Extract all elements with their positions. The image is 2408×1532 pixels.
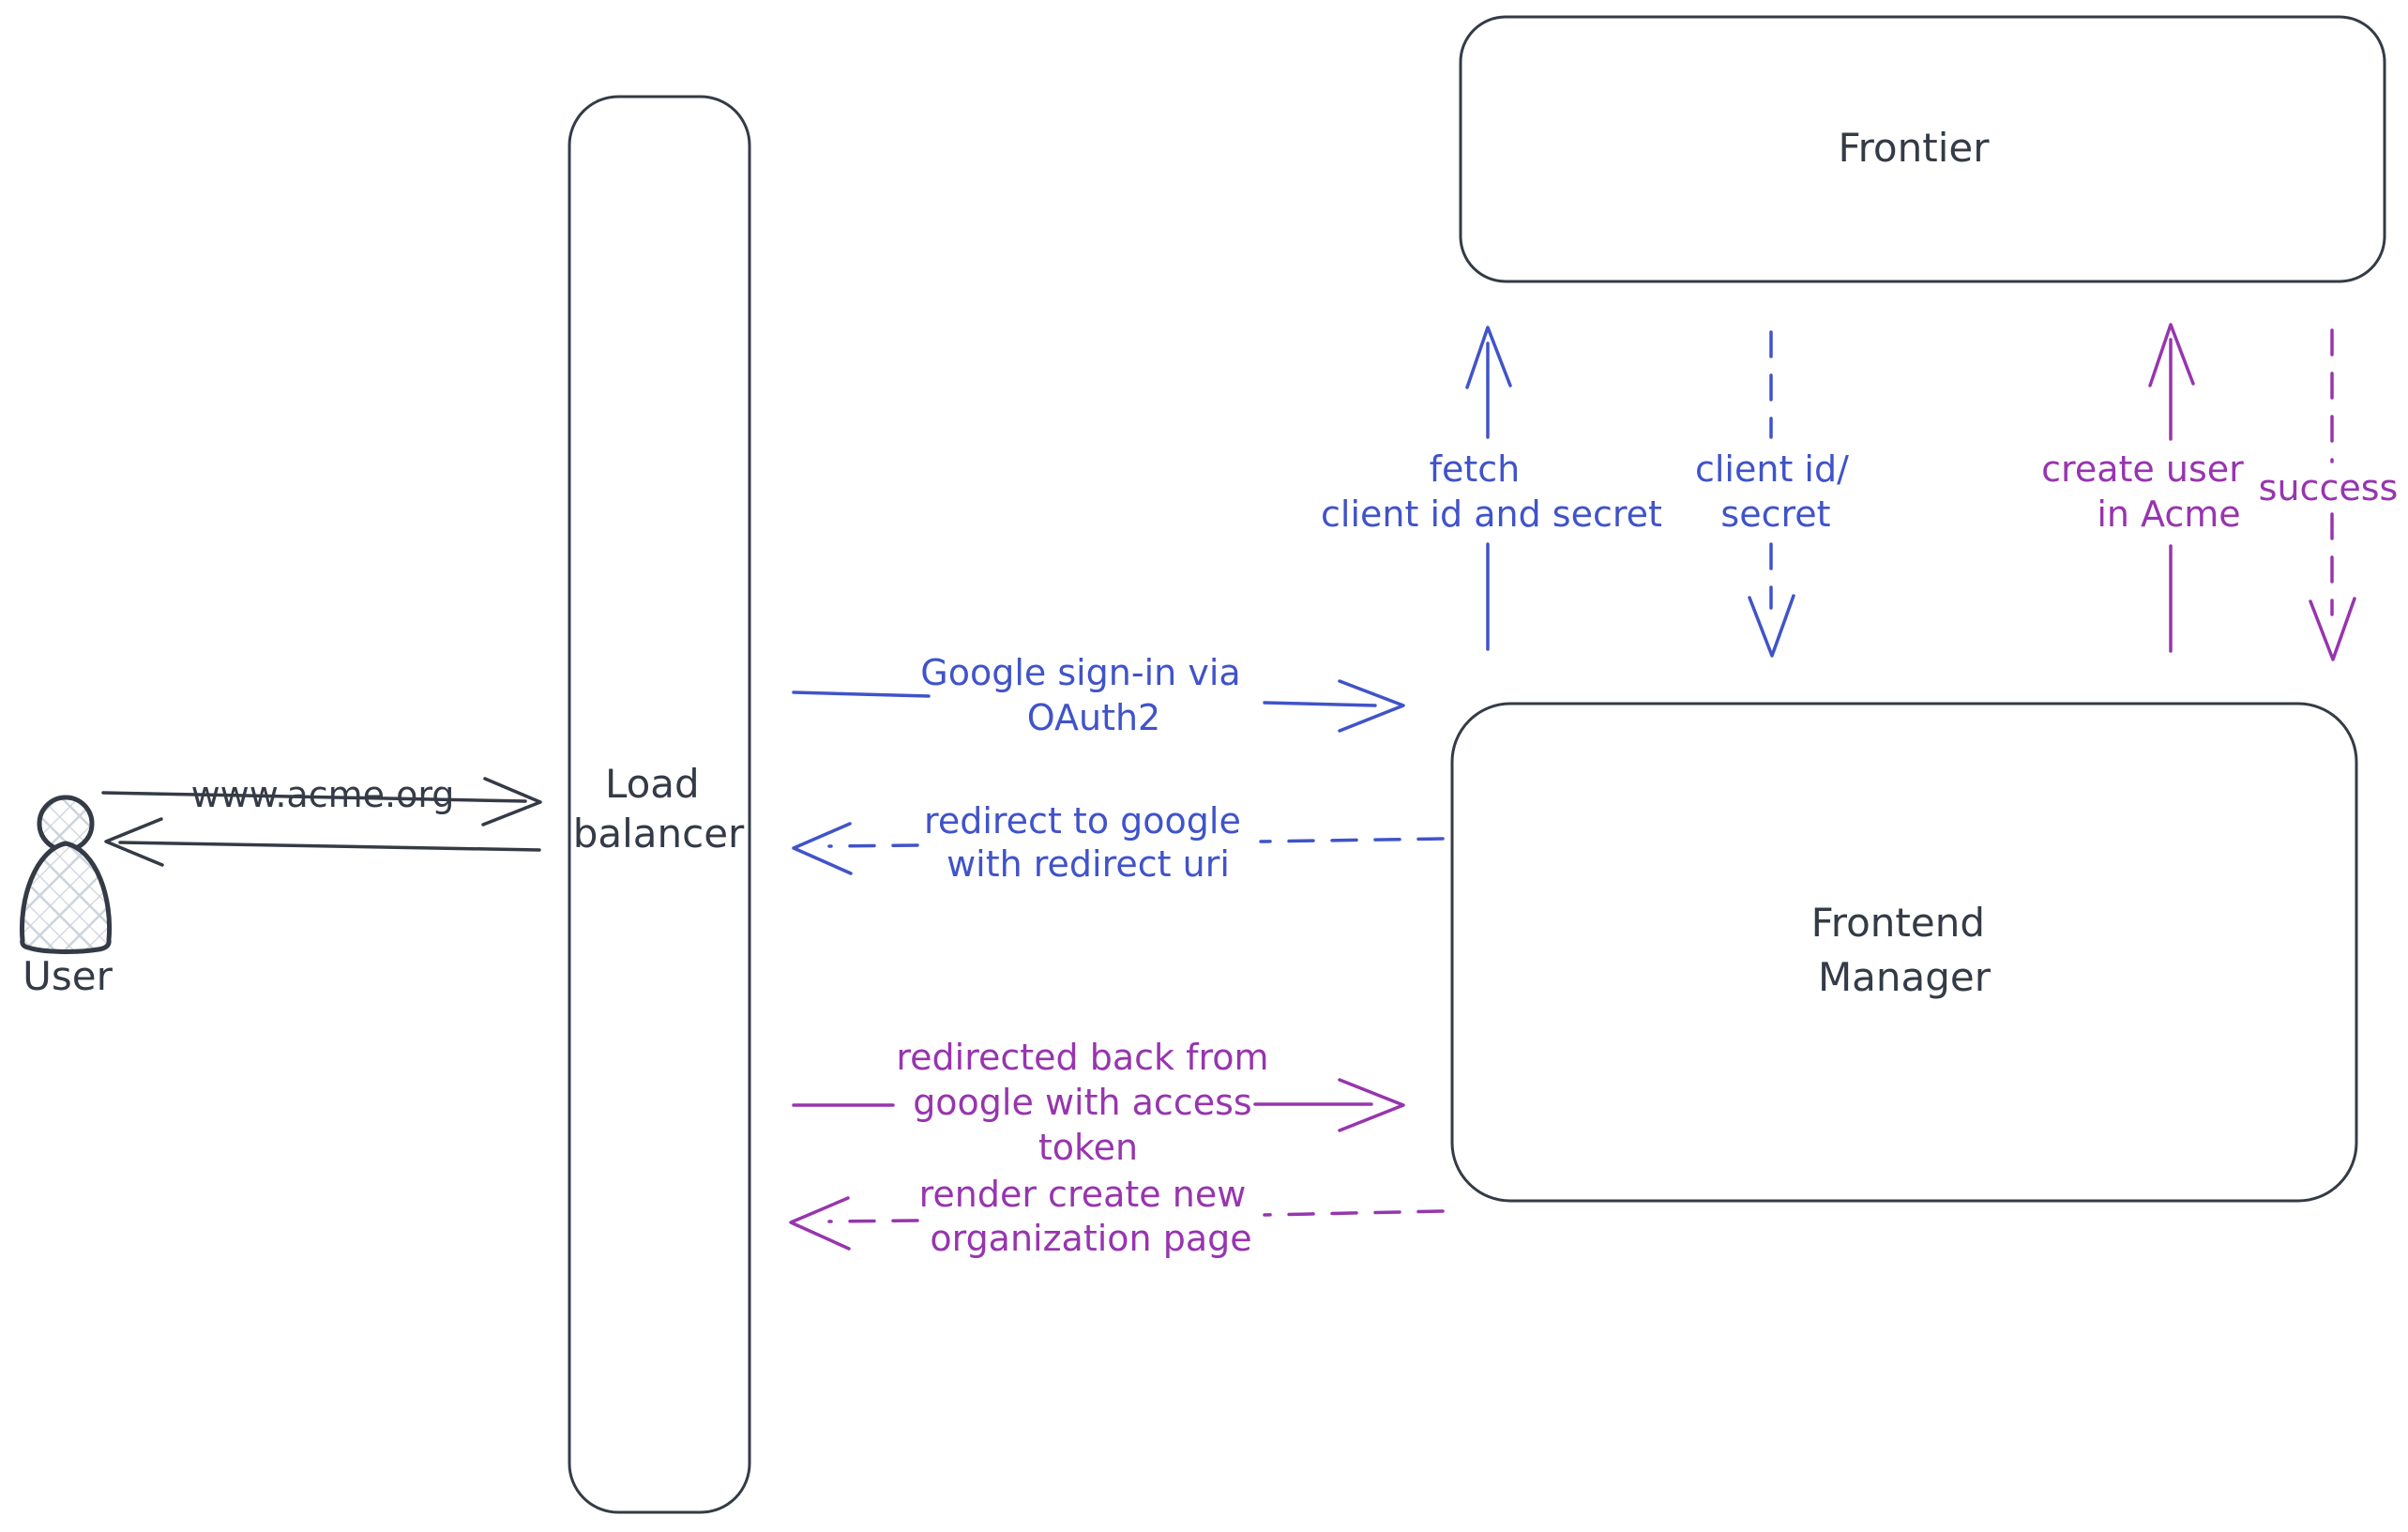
arrow-www-request: www.acme.org bbox=[101, 774, 542, 827]
www-request-label: www.acme.org bbox=[191, 774, 455, 815]
arrow-create-user: create user in Acme bbox=[2041, 323, 2255, 653]
frontend-manager-label: Frontend Manager bbox=[1811, 900, 1998, 1000]
arrow-redirected-back: redirected back from google with access … bbox=[792, 1037, 1405, 1168]
arrow-redirect-google: redirect to google with redirect uri bbox=[792, 800, 1445, 885]
node-frontier: Frontier bbox=[1459, 15, 2386, 283]
node-load-balancer: Load balancer bbox=[568, 95, 751, 1514]
arrow-shaft bbox=[792, 690, 1377, 707]
arrow-fetch-secret: fetch client id and secret bbox=[1321, 326, 1662, 651]
arrow-shaft bbox=[827, 837, 1445, 848]
success-label: success bbox=[2259, 467, 2399, 508]
arrow-shaft bbox=[792, 1102, 1373, 1107]
arrow-www-response bbox=[104, 817, 541, 867]
arrow-head-down-icon bbox=[1748, 594, 1795, 658]
fetch-secret-label: fetch client id and secret bbox=[1321, 448, 1662, 535]
arrow-head-up-icon bbox=[2148, 323, 2195, 387]
frontier-label: Frontier bbox=[1838, 125, 1990, 171]
arrow-success: success bbox=[2259, 328, 2399, 661]
create-user-label: create user in Acme bbox=[2041, 448, 2255, 535]
render-org-page-label: render create new organization page bbox=[919, 1174, 1258, 1259]
load-balancer-box bbox=[568, 95, 751, 1514]
arrow-render-org-page: render create new organization page bbox=[789, 1174, 1445, 1259]
arrow-shaft bbox=[101, 791, 527, 803]
google-signin-label: Google sign-in via OAuth2 bbox=[920, 652, 1252, 738]
arrow-head-down-icon bbox=[2309, 597, 2356, 661]
user-body-icon bbox=[19, 841, 113, 954]
arrow-head-left-icon bbox=[104, 817, 164, 867]
arrow-head-up-icon bbox=[1465, 326, 1512, 389]
redirected-back-label: redirected back from google with access … bbox=[896, 1037, 1280, 1168]
arrow-head-right-icon bbox=[1338, 1078, 1405, 1132]
arrow-shaft bbox=[827, 1209, 1445, 1223]
arrow-client-id-secret: client id/ secret bbox=[1695, 330, 1860, 658]
node-frontend-manager: Frontend Manager bbox=[1450, 702, 2358, 1203]
frontier-box bbox=[1459, 15, 2386, 283]
client-id-secret-label: client id/ secret bbox=[1695, 448, 1860, 535]
arrow-head-right-icon bbox=[1338, 679, 1405, 733]
arrow-head-right-icon bbox=[481, 777, 542, 827]
arrow-google-signin: Google sign-in via OAuth2 bbox=[792, 652, 1405, 738]
arrow-shaft bbox=[118, 841, 541, 852]
load-balancer-label: Load balancer bbox=[573, 761, 745, 857]
redirect-google-label: redirect to google with redirect uri bbox=[924, 800, 1252, 885]
frontend-manager-box bbox=[1450, 702, 2358, 1203]
arrow-head-left-icon bbox=[792, 822, 853, 875]
user-label: User bbox=[23, 953, 113, 999]
arrow-head-left-icon bbox=[789, 1196, 851, 1251]
user-actor: User bbox=[19, 795, 114, 999]
